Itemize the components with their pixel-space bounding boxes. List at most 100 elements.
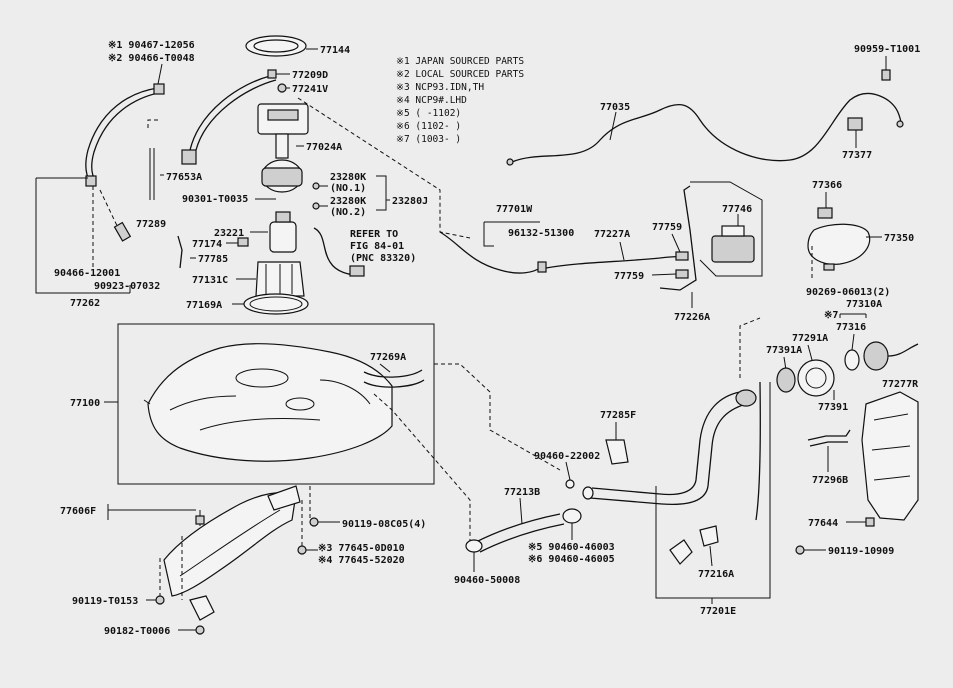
label-23280J[interactable]: 23280J: [392, 196, 428, 207]
label-77366[interactable]: 77366: [812, 180, 842, 191]
tank-opening: [235, 368, 289, 388]
label-77746[interactable]: 77746: [722, 204, 752, 215]
label-77100[interactable]: 77100: [70, 398, 100, 409]
label-77785[interactable]: 77785: [198, 254, 228, 265]
hose-clip-top: [153, 83, 165, 95]
label-77209D[interactable]: 77209D: [292, 70, 328, 81]
label-77131C[interactable]: 77131C: [192, 275, 228, 286]
label-77226A[interactable]: 77226A: [674, 312, 710, 323]
label-77759-b[interactable]: 77759: [614, 271, 644, 282]
label-90460-22002[interactable]: 90460-22002: [534, 451, 600, 462]
label-23280K-no2[interactable]: (NO.2): [330, 207, 366, 218]
label-77269A[interactable]: 77269A: [370, 352, 406, 363]
fuel-lid: [807, 207, 871, 265]
label-77316[interactable]: 77316: [836, 322, 866, 333]
tank-body: [147, 343, 393, 462]
label-23280K-no1[interactable]: (NO.1): [330, 183, 366, 194]
label-77024A[interactable]: 77024A: [306, 142, 342, 153]
protector-bracket: [189, 595, 215, 621]
clip-77606F: [195, 515, 205, 525]
label-23280K-1[interactable]: 23280K: [330, 172, 366, 183]
vent-connector: [537, 261, 547, 273]
label-90460-46005[interactable]: ※6 90460-46005: [528, 554, 615, 565]
label-77035[interactable]: 77035: [600, 102, 630, 113]
leader-77213B: [519, 497, 523, 525]
label-90119-08C05[interactable]: 90119-08C05(4): [342, 519, 426, 530]
hose-77213B-edge: [479, 523, 565, 553]
label-77291A[interactable]: 77291A: [792, 333, 828, 344]
legend-note-5: ※5 ( -1102): [396, 108, 461, 119]
leader-vent: [297, 97, 471, 239]
hose-clip-bottom: [85, 175, 97, 187]
leader-77269A: [379, 363, 391, 373]
label-90301-T0035[interactable]: 90301-T0035: [182, 194, 248, 205]
label-77277R[interactable]: 77277R: [882, 379, 919, 390]
label-77310A[interactable]: 77310A: [846, 299, 882, 310]
label-77377[interactable]: 77377: [842, 150, 872, 161]
fuel-lid-cable: [506, 69, 904, 166]
label-77759-a[interactable]: 77759: [652, 222, 682, 233]
label-77391[interactable]: 77391: [818, 402, 848, 413]
label-90923-07032[interactable]: 90923-07032: [94, 281, 160, 292]
label-star7[interactable]: ※7: [824, 310, 838, 321]
filler-hose-edge: [363, 379, 425, 388]
label-90269-06013[interactable]: 90269-06013(2): [806, 287, 890, 298]
label-77144[interactable]: 77144: [320, 45, 350, 56]
pump-rod: [275, 133, 289, 159]
protector-panel: [163, 491, 297, 597]
label-77391A[interactable]: 77391A: [766, 345, 802, 356]
label-77169A[interactable]: 77169A: [186, 300, 222, 311]
label-77213B[interactable]: 77213B: [504, 487, 540, 498]
label-77262[interactable]: 77262: [70, 298, 100, 309]
label-90467-12056[interactable]: ※1 90467-12056: [108, 40, 195, 51]
label-77216A[interactable]: 77216A: [698, 569, 734, 580]
label-90119-10909[interactable]: 90119-10909: [828, 546, 894, 557]
tank-rib-1: [169, 395, 237, 411]
label-77701W[interactable]: 77701W: [496, 204, 533, 215]
label-77653A[interactable]: 77653A: [166, 172, 202, 183]
label-77285F[interactable]: 77285F: [600, 410, 636, 421]
label-77289[interactable]: 77289: [136, 219, 166, 230]
label-90959-T1001[interactable]: 90959-T1001: [854, 44, 920, 55]
tank-protector: [163, 485, 301, 621]
canister-top: [721, 225, 745, 237]
label-77645-0D010[interactable]: ※3 77645-0D010: [318, 543, 405, 554]
neck-ring: [776, 367, 796, 393]
clip-77644: [865, 517, 875, 527]
tank-gasket-inner: [249, 296, 303, 312]
sender-unit: [349, 265, 365, 277]
cap-tether: [887, 343, 919, 357]
label-90460-50008[interactable]: 90460-50008: [454, 575, 520, 586]
label-77350[interactable]: 77350: [884, 233, 914, 244]
label-77201E[interactable]: 77201E: [700, 606, 736, 617]
pump-connector: [267, 109, 299, 121]
label-77227A[interactable]: 77227A: [594, 229, 630, 240]
clip-77174: [237, 237, 249, 247]
filler-pipe-assembly: [582, 381, 761, 521]
label-90466-12001[interactable]: 90466-12001: [54, 268, 120, 279]
cable-77035: [511, 92, 903, 163]
label-90182-T0006[interactable]: 90182-T0006: [104, 626, 170, 637]
leader-77289-top: [147, 119, 160, 128]
label-90466-T0048[interactable]: ※2 90466-T0048: [108, 53, 195, 64]
canister-body: [711, 235, 755, 263]
tank-frame: [117, 323, 435, 485]
leader-77759-a: [671, 233, 681, 253]
label-90460-46003[interactable]: ※5 90460-46003: [528, 542, 615, 553]
label-90119-T0153[interactable]: 90119-T0153: [72, 596, 138, 607]
label-refer-fig[interactable]: FIG 84-01: [350, 241, 404, 252]
label-77645-52020[interactable]: ※4 77645-52020: [318, 555, 405, 566]
label-23221[interactable]: 23221: [214, 228, 244, 239]
label-23280K-2[interactable]: 23280K: [330, 196, 366, 207]
label-77296B[interactable]: 77296B: [812, 475, 848, 486]
label-77174[interactable]: 77174: [192, 239, 222, 250]
label-96132-51300[interactable]: 96132-51300: [508, 228, 574, 239]
label-77241V[interactable]: 77241V: [292, 84, 328, 95]
label-refer-pnc[interactable]: (PNC 83320): [350, 253, 416, 264]
label-77606F[interactable]: 77606F: [60, 506, 96, 517]
cable-end: [506, 158, 514, 166]
cable-knob: [896, 120, 904, 128]
label-refer-to[interactable]: REFER TO: [350, 229, 398, 240]
label-77644[interactable]: 77644: [808, 518, 838, 529]
